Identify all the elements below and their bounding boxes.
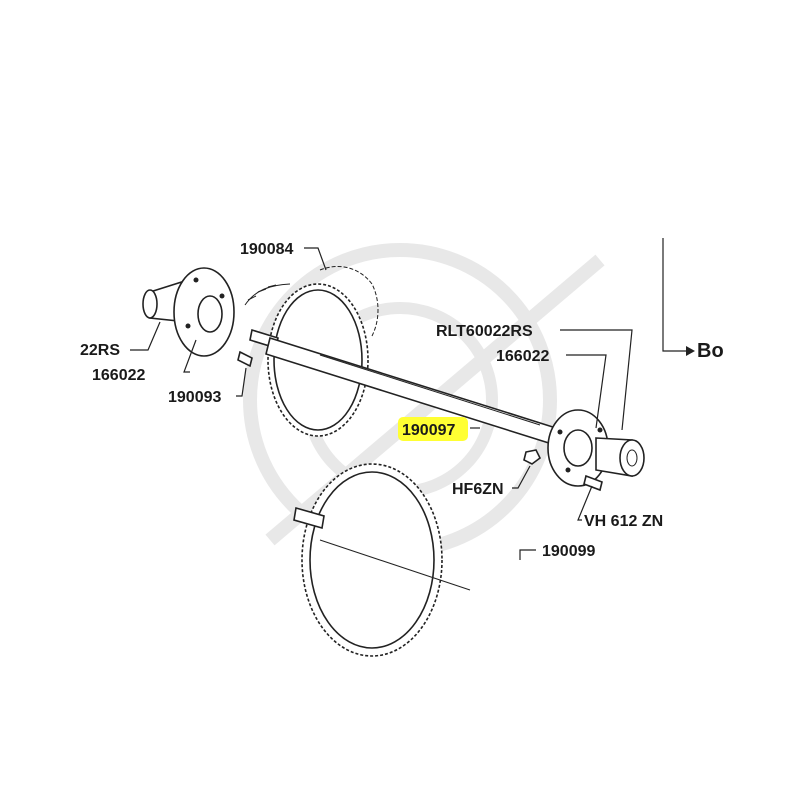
highlight-190097 bbox=[398, 417, 468, 441]
label-22rs: 22RS bbox=[80, 342, 120, 359]
label-vh612zn: VH 612 ZN bbox=[584, 513, 663, 530]
frame-arrow bbox=[662, 238, 695, 356]
bolt-vh612zn bbox=[583, 474, 603, 492]
label-bo: Bo bbox=[697, 340, 724, 362]
lower-sprocket bbox=[293, 463, 471, 657]
nut-hf6zn bbox=[523, 449, 542, 465]
label-hf6zn: HF6ZN bbox=[452, 481, 504, 498]
key-pin bbox=[237, 350, 253, 368]
label-166022-left: 166022 bbox=[92, 367, 145, 384]
left-bearing-flange bbox=[142, 267, 235, 357]
label-190084: 190084 bbox=[240, 241, 293, 258]
label-rlt60022rs: RLT60022RS bbox=[436, 323, 533, 340]
right-bearing-flange bbox=[547, 409, 645, 487]
label-190097: 190097 bbox=[402, 422, 455, 439]
label-190099: 190099 bbox=[542, 543, 595, 560]
leader-lines bbox=[130, 247, 633, 560]
label-166022-right: 166022 bbox=[496, 348, 549, 365]
label-190093: 190093 bbox=[168, 389, 221, 406]
chain-segment bbox=[244, 266, 379, 337]
